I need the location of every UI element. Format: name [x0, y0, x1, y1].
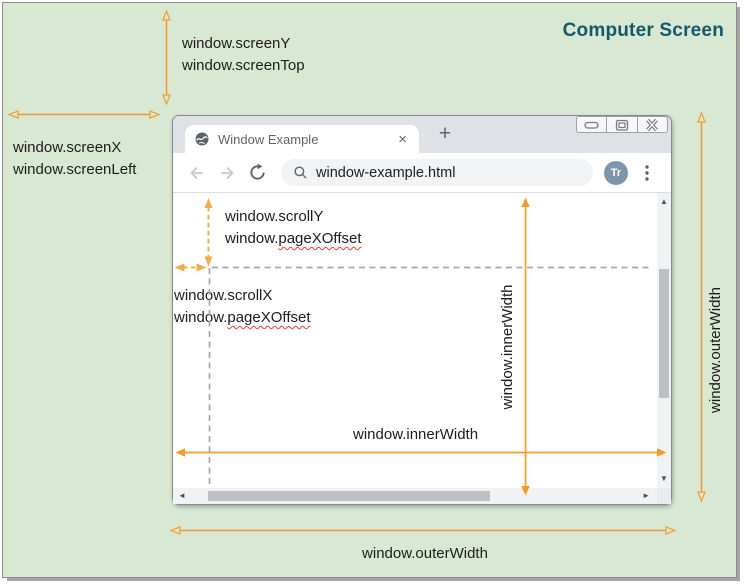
tab-strip: Window Example × +: [173, 116, 671, 153]
screen-title: Computer Screen: [562, 20, 724, 41]
url-text: window-example.html: [316, 164, 456, 181]
horizontal-scrollbar[interactable]: ◄ ►: [173, 488, 657, 504]
inner-height-label: window.innerWidth: [499, 284, 516, 410]
back-button[interactable]: [183, 159, 211, 187]
globe-favicon-icon: [195, 132, 209, 146]
scroll-y-label: window.scrollY window.pageXOffset: [225, 208, 362, 247]
inner-width-label: window.innerWidth: [353, 426, 479, 443]
scroll-left-icon[interactable]: ◄: [178, 491, 186, 500]
forward-icon: [221, 166, 234, 179]
avatar[interactable]: Tr: [604, 160, 628, 185]
tab-close-icon[interactable]: ×: [398, 130, 407, 148]
tab-title: Window Example: [218, 131, 319, 147]
url-input[interactable]: window-example.html: [281, 159, 593, 186]
scroll-down-icon[interactable]: ▼: [660, 474, 668, 483]
minimize-button[interactable]: [577, 117, 606, 132]
outer-height-label: window.outerWidth: [707, 287, 724, 413]
browser-window: Window Example × +: [172, 115, 672, 505]
window-controls: [576, 116, 668, 133]
refresh-icon: [249, 163, 265, 180]
scroll-right-icon[interactable]: ►: [642, 491, 650, 500]
screen-y-label: window.screenY window.screenTop: [182, 35, 305, 74]
refresh-button[interactable]: [243, 159, 271, 187]
scroll-up-icon[interactable]: ▲: [660, 197, 668, 206]
close-button[interactable]: [636, 117, 667, 132]
horizontal-scrollbar-thumb[interactable]: [208, 491, 490, 501]
new-tab-button[interactable]: +: [438, 122, 452, 145]
maximize-button[interactable]: [606, 117, 636, 132]
vertical-scrollbar-thumb[interactable]: [659, 269, 669, 398]
forward-button[interactable]: [213, 159, 241, 187]
kebab-menu-icon: [645, 164, 649, 181]
outer-width-label: window.outerWidth: [362, 545, 488, 562]
scrollbar-corner: [657, 488, 671, 504]
address-bar: window-example.html Tr: [173, 153, 671, 193]
maximize-icon: [615, 119, 629, 131]
screen-x-label: window.screenX window.screenLeft: [13, 139, 137, 178]
close-icon: [646, 118, 659, 131]
scroll-x-label: window.scrollX window.pageXOffset: [174, 287, 311, 326]
vertical-scrollbar[interactable]: ▲ ▼: [657, 193, 671, 488]
back-icon: [190, 166, 203, 179]
minimize-icon: [584, 121, 599, 129]
menu-button[interactable]: [635, 161, 659, 185]
tab-window-example[interactable]: Window Example ×: [185, 125, 419, 153]
search-icon: [293, 165, 308, 180]
